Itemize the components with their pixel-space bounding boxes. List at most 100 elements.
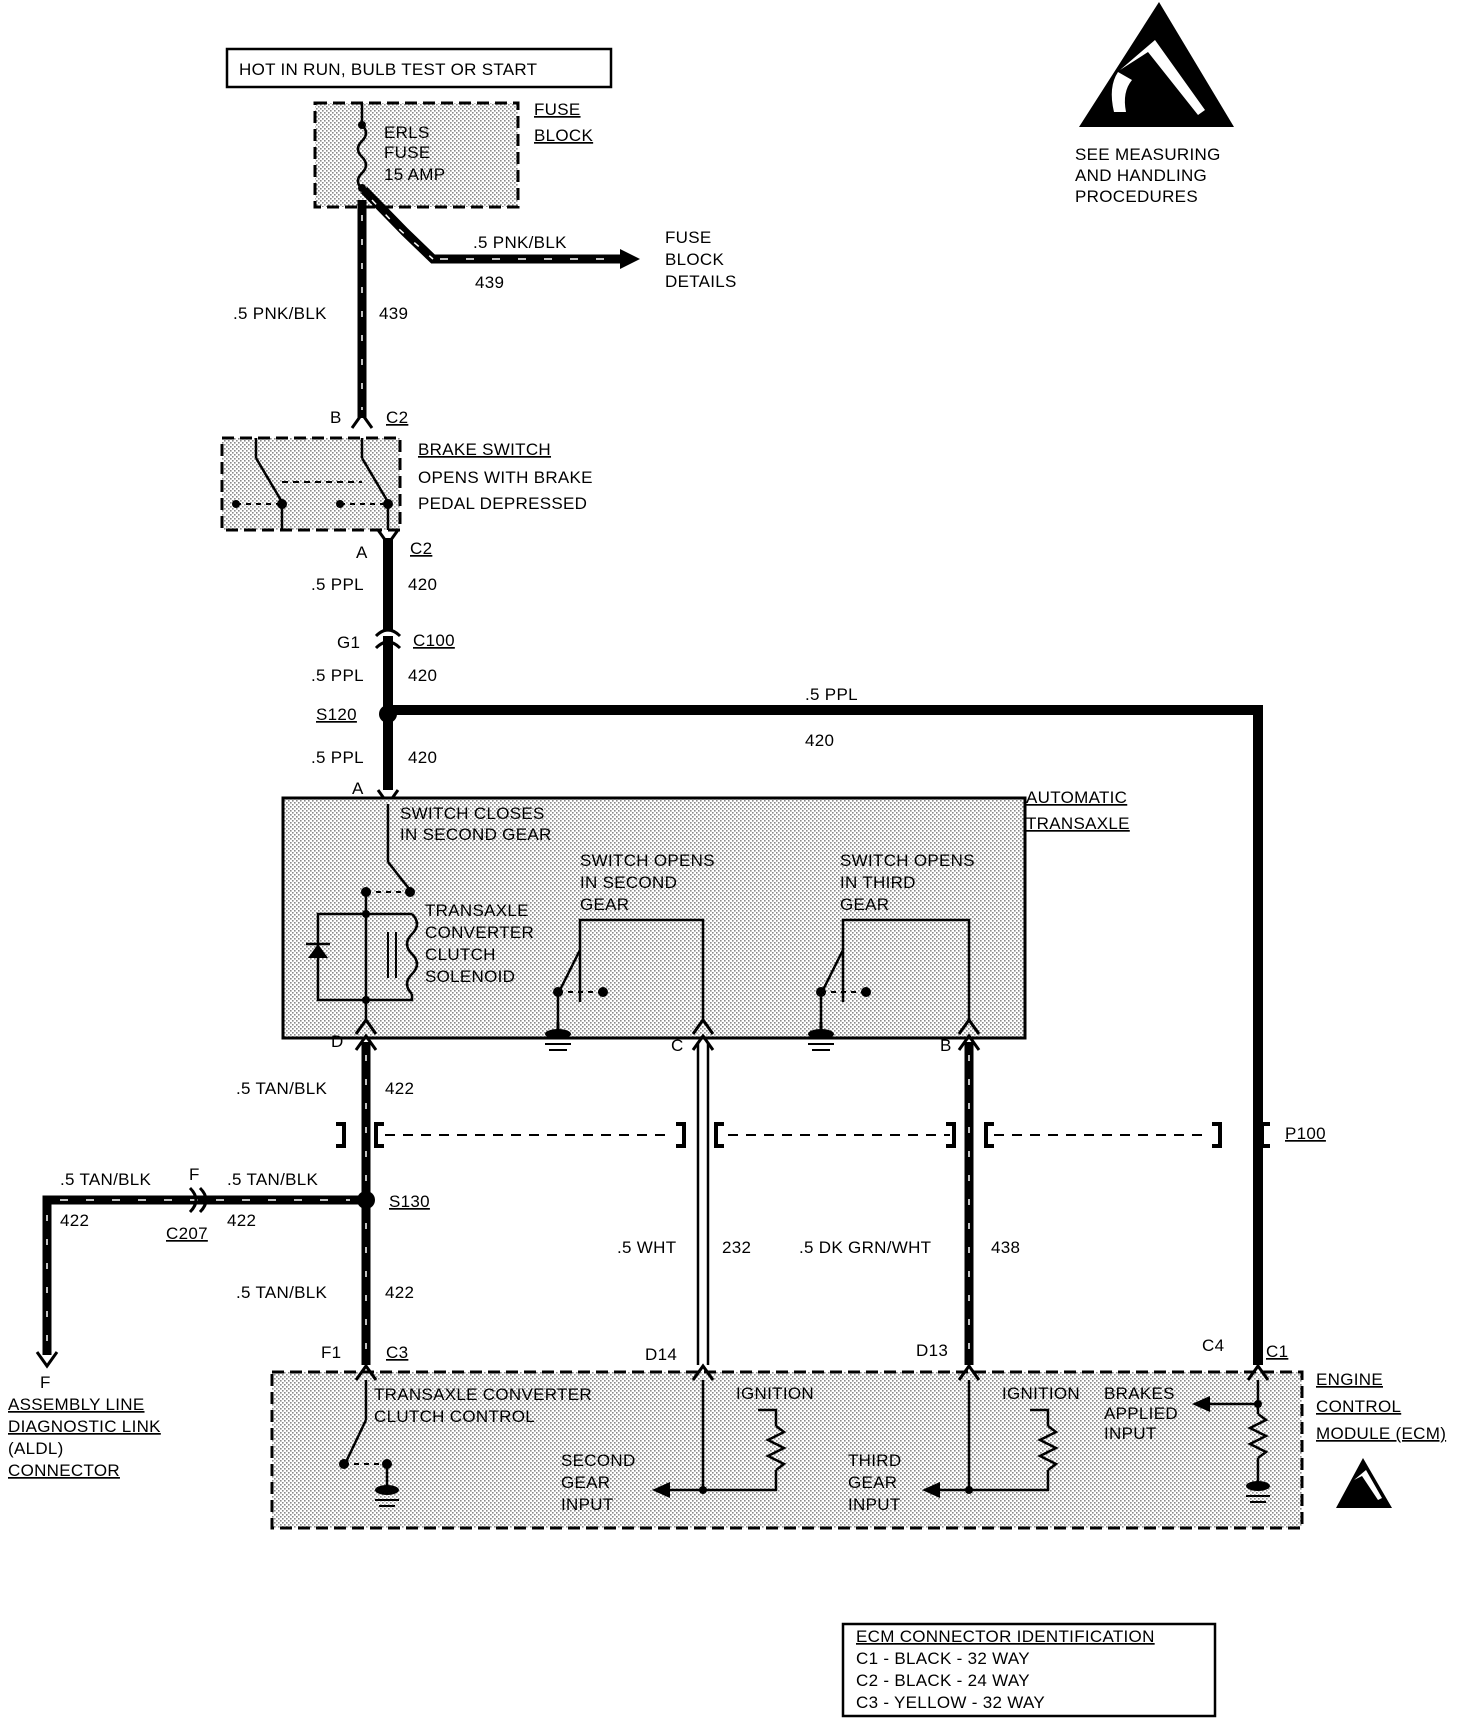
- trans-pin-c: C: [671, 1036, 684, 1055]
- automatic-transaxle: [281, 796, 1027, 1040]
- arrow-icon: [620, 249, 640, 269]
- esd-warning-icon: [1336, 1458, 1392, 1508]
- engine-control-module: [270, 1363, 1304, 1530]
- fuse-name-1: ERLS: [384, 123, 430, 142]
- trans-pin-b: B: [940, 1036, 952, 1055]
- wire-232-circuit: 232: [722, 1238, 751, 1257]
- fuse-details-1: FUSE: [665, 228, 712, 247]
- aldl-line-1: ASSEMBLY LINE: [8, 1395, 145, 1414]
- transaxle-title-1: AUTOMATIC: [1026, 788, 1127, 807]
- diode-icon: [308, 944, 328, 958]
- brake-switch: [220, 436, 402, 532]
- resistor-icon: [1037, 1425, 1059, 1471]
- wire-420-horizontal-label: .5 PPL: [805, 685, 858, 704]
- s130-left-label: .5 TAN/BLK: [227, 1170, 319, 1189]
- wire-232-label: .5 WHT: [617, 1238, 676, 1257]
- esd-caption-2: AND HANDLING: [1075, 166, 1207, 185]
- c100-pin: G1: [337, 633, 360, 652]
- wire-439-label: .5 PNK/BLK: [233, 304, 327, 323]
- fuse-details-3: DETAILS: [665, 272, 737, 291]
- s130-label: S130: [389, 1192, 430, 1211]
- esd-caption-1: SEE MEASURING: [1075, 145, 1221, 164]
- switch-second-1: SWITCH CLOSES: [400, 804, 545, 823]
- brake-switch-bottom-conn: C2: [410, 539, 432, 558]
- branch-wire-label: .5 PNK/BLK: [473, 233, 567, 252]
- ecm-second-input-2: GEAR: [561, 1473, 610, 1492]
- wire-420-label-1: .5 PPL: [311, 575, 364, 594]
- connector-id-row-1: C1 - BLACK - 32 WAY: [856, 1649, 1030, 1668]
- wire-420-circuit-1: 420: [408, 575, 437, 594]
- c207-pin: F: [189, 1165, 200, 1184]
- wire-422-label-2: .5 TAN/BLK: [236, 1283, 328, 1302]
- p100-label: P100: [1285, 1124, 1326, 1143]
- fuse-rating: 15 AMP: [384, 165, 445, 184]
- brake-switch-desc-1: OPENS WITH BRAKE: [418, 468, 593, 487]
- ecm-brakes-input-2: APPLIED: [1104, 1404, 1178, 1423]
- wire-439-circuit: 439: [379, 304, 408, 323]
- brake-switch-bottom-pin: A: [356, 543, 368, 562]
- trans-pin-d: D: [331, 1032, 344, 1051]
- fuse-name-2: FUSE: [384, 143, 431, 162]
- aldl-wire-label: .5 TAN/BLK: [60, 1170, 152, 1189]
- power-label-box: HOT IN RUN, BULB TEST OR START: [225, 47, 613, 89]
- ecm-third-input-1: THIRD: [848, 1451, 901, 1470]
- fuse-block-title-2: BLOCK: [534, 126, 593, 145]
- solenoid-2: CONVERTER: [425, 923, 534, 942]
- switch-opens-third-3: GEAR: [840, 895, 889, 914]
- switch-opens-second-1: SWITCH OPENS: [580, 851, 715, 870]
- c207-label: C207: [166, 1224, 208, 1243]
- p100-connector: [336, 1122, 1270, 1148]
- switch-opens-second-3: GEAR: [580, 895, 629, 914]
- esd-warning-icon: [1079, 2, 1234, 127]
- ecm-tcc-control-1: TRANSAXLE CONVERTER: [374, 1385, 592, 1404]
- arrow-icon: [652, 1482, 670, 1498]
- fuse-block-title-1: FUSE: [534, 100, 581, 119]
- arrow-icon: [922, 1482, 940, 1498]
- wire-420-label-2: .5 PPL: [311, 666, 364, 685]
- arrow-icon: [1192, 1396, 1210, 1412]
- c207-connector: [188, 1186, 198, 1214]
- wire-420-circuit-3: 420: [408, 748, 437, 767]
- ecm-tcc-control-2: CLUTCH CONTROL: [374, 1407, 535, 1426]
- wire-420-horizontal-circuit: 420: [805, 731, 834, 750]
- wire-438-label: .5 DK GRN/WHT: [799, 1238, 931, 1257]
- connector-id-table: ECM CONNECTOR IDENTIFICATION C1 - BLACK …: [841, 1622, 1217, 1718]
- ecm-second-input-3: INPUT: [561, 1495, 614, 1514]
- ground-icon: [545, 1022, 571, 1051]
- solenoid-3: CLUTCH: [425, 945, 496, 964]
- ecm-third-input-2: GEAR: [848, 1473, 897, 1492]
- solenoid-4: SOLENOID: [425, 967, 515, 986]
- solenoid-1: TRANSAXLE: [425, 901, 529, 920]
- ecm-pin-f1: F1: [321, 1343, 341, 1362]
- wire-422-aldl: [42, 1195, 366, 1355]
- wire-420-ecm: [388, 705, 1263, 1365]
- switch-opens-third-2: IN THIRD: [840, 873, 916, 892]
- aldl-line-3: (ALDL): [8, 1439, 64, 1458]
- ecm-ignition-1: IGNITION: [736, 1384, 814, 1403]
- solenoid-coil-icon: [405, 913, 419, 995]
- fuse-details-2: BLOCK: [665, 250, 724, 269]
- ecm-third-input-3: INPUT: [848, 1495, 901, 1514]
- wire-422-circuit-2: 422: [385, 1283, 414, 1302]
- esd-caption-3: PROCEDURES: [1075, 187, 1198, 206]
- fuse-icon: [356, 124, 368, 190]
- ecm-brakes-input-1: BRAKES: [1104, 1384, 1175, 1403]
- ecm-pin-d14: D14: [645, 1345, 677, 1364]
- c100-connector: C100: [413, 631, 455, 650]
- ground-icon: [808, 1022, 834, 1051]
- ecm-pin-d13: D13: [916, 1341, 948, 1360]
- ecm-brakes-input-3: INPUT: [1104, 1424, 1157, 1443]
- wire-420-circuit-2: 420: [408, 666, 437, 685]
- s120-label: S120: [316, 705, 357, 724]
- s130-left-circuit: 422: [227, 1211, 256, 1230]
- branch-circuit: 439: [475, 273, 504, 292]
- aldl-line-4: CONNECTOR: [8, 1461, 120, 1480]
- aldl-pin: F: [40, 1373, 51, 1392]
- power-label: HOT IN RUN, BULB TEST OR START: [239, 60, 537, 79]
- ecm-conn-c1: C1: [1266, 1342, 1288, 1361]
- wire-420-label-3: .5 PPL: [311, 748, 364, 767]
- switch-second-2: IN SECOND GEAR: [400, 825, 552, 844]
- ecm-second-input-1: SECOND: [561, 1451, 636, 1470]
- ground-icon: [375, 1485, 399, 1495]
